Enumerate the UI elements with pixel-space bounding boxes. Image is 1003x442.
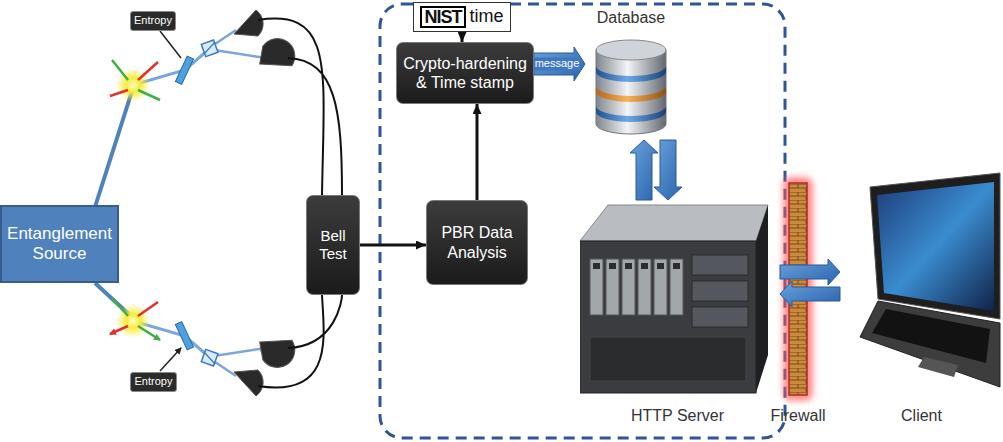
green-photon — [112, 60, 160, 340]
detector — [234, 10, 263, 36]
node-label: NIST — [420, 6, 465, 28]
process-box: Crypto-hardening & Time stamp — [396, 42, 534, 104]
server-top — [580, 205, 768, 241]
db-top — [596, 40, 666, 60]
laptop-touchpad — [918, 357, 958, 377]
optics — [95, 10, 342, 396]
node-label: Client — [840, 406, 1003, 425]
node-label: time — [470, 6, 504, 28]
node-label: Bell Test — [311, 227, 355, 263]
node-label: Database — [585, 8, 677, 27]
server-panels — [692, 255, 748, 327]
db-band — [596, 106, 666, 122]
detector — [260, 336, 298, 370]
process-box: PBR Data Analysis — [426, 200, 528, 285]
database-icon — [591, 38, 671, 138]
client-node: Client — [840, 165, 1003, 425]
firewall-node: Firewall — [763, 180, 833, 425]
server-side — [756, 205, 768, 393]
node-label: Entropy — [134, 14, 172, 27]
node-label: Firewall — [763, 406, 833, 425]
detector — [234, 370, 263, 396]
photon-beam — [212, 30, 266, 376]
node-label: Crypto-hardening & Time stamp — [401, 54, 529, 92]
process-box: Bell Test — [306, 195, 360, 295]
flow-arrow — [360, 244, 426, 247]
node-label: PBR Data Analysis — [431, 223, 523, 261]
laptop-keyboard — [872, 309, 990, 363]
pump-beam — [95, 88, 133, 318]
server-vent — [590, 337, 746, 381]
db-band — [596, 66, 666, 82]
server-node: HTTP Server — [575, 200, 780, 425]
laptop-screen — [877, 182, 994, 311]
source-box: Entanglement Source — [0, 205, 119, 283]
block-arrow — [780, 281, 840, 307]
node-picture — [580, 203, 770, 399]
block-arrow — [780, 259, 840, 285]
flow-arrow — [476, 104, 479, 200]
database-node: Database — [585, 8, 677, 140]
drive-bays — [590, 259, 683, 315]
node-picture — [591, 38, 671, 142]
entropy-box: Entropy — [130, 372, 177, 392]
laptop-base — [860, 301, 1000, 387]
node-label: Entanglement Source — [5, 224, 114, 265]
edge-label: message — [534, 57, 581, 70]
server-icon — [580, 203, 770, 395]
node-label: Entropy — [135, 375, 173, 388]
beam-splitter — [201, 40, 218, 57]
flow-arrow — [461, 32, 464, 43]
block-arrow — [654, 140, 682, 200]
server-front — [580, 241, 756, 393]
drive-leds — [593, 263, 680, 269]
db-band — [596, 86, 666, 102]
block-arrow — [534, 47, 585, 81]
entropy-arrow — [160, 31, 181, 371]
node-label: HTTP Server — [575, 406, 780, 425]
dashed-region — [380, 4, 785, 438]
db-body — [596, 50, 666, 134]
laptop-icon — [858, 169, 1001, 391]
modulator — [175, 322, 193, 350]
beam-splitter — [201, 349, 218, 366]
node-picture — [858, 169, 1001, 395]
modulator — [175, 56, 193, 84]
laptop-bezel — [870, 173, 1000, 319]
time-source-box: NISTtime — [413, 2, 511, 32]
block-arrow — [630, 140, 658, 200]
detector — [260, 36, 298, 70]
entropy-box: Entropy — [130, 11, 176, 31]
red-photon — [110, 62, 158, 334]
